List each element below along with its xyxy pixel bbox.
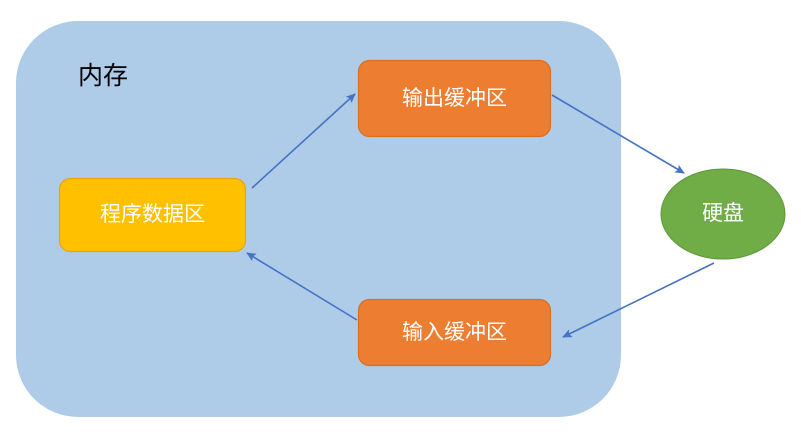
arrow-input-buffer-to-data	[246, 252, 358, 321]
arrow-data-to-output-buffer	[251, 93, 356, 189]
arrow-disk-to-input-buffer	[562, 262, 715, 338]
arrow-output-buffer-to-disk	[551, 94, 685, 174]
output-buffer-shape[interactable]	[357, 59, 552, 138]
input-buffer-shape[interactable]	[357, 298, 552, 367]
hard-disk-shape[interactable]	[660, 168, 786, 260]
program-data-area-shape[interactable]	[58, 177, 247, 253]
